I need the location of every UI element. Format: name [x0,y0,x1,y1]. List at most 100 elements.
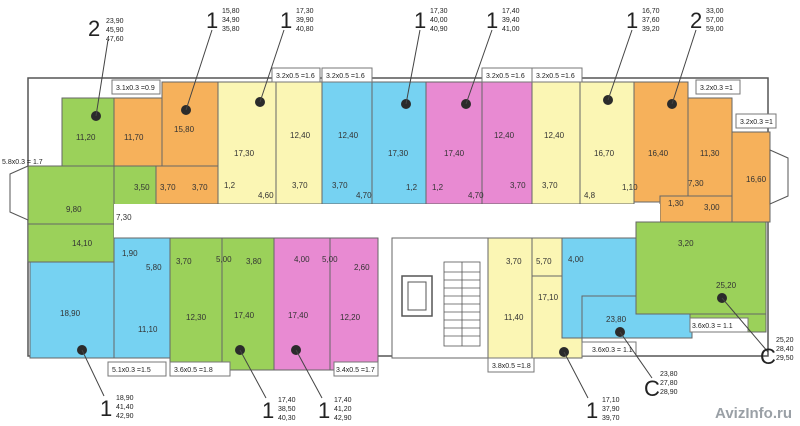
stair-flights [443,261,481,347]
room-blue-3a [321,81,373,205]
apt-rooms-label: C [644,376,660,401]
apt-area-living: 34,90 [222,17,240,24]
room-area-label: 5,00 [216,255,232,264]
room-area-label: 16,60 [746,175,767,184]
balcony-label: 5.8x0.3 = 1.7 [2,159,43,166]
apt-area-total: 17,40 [278,397,296,404]
apt-area-living: 37,90 [602,406,620,413]
apt-rooms-label: 1 [280,8,292,33]
room-area-label: 5,70 [536,257,552,266]
apt-area-total: 33,00 [706,8,724,15]
balcony-label: 3.6x0.3 = 1.1 [592,347,633,354]
room-area-label: 17,40 [288,311,309,320]
balcony-label: 3.4x0.5 =1.7 [336,367,375,374]
apt-area-living: 41,20 [334,406,352,413]
room-area-label: 3,70 [510,181,526,190]
apt-rooms-label: 1 [262,398,274,423]
room-orange-1c [155,165,219,205]
room-pink-4b [481,81,533,205]
room-area-label: 4,70 [468,191,484,200]
room-area-label: 9,80 [66,205,82,214]
room-area-label: 17,30 [234,149,255,158]
apt-rooms-label: 1 [100,396,112,421]
balcony-outlines [107,67,777,377]
room-green-left-mid [27,165,115,225]
room-area-label: 11,70 [124,133,144,142]
apt-area-total: 17,10 [602,397,620,404]
apt-area-total: 17,30 [296,8,314,15]
room-area-label: 14,10 [72,239,93,248]
room-area-label: 3,70 [542,181,558,190]
room-area-label: 4,70 [356,191,372,200]
room-area-label: 3,70 [332,181,348,190]
apt-rooms-label: 2 [690,8,702,33]
room-area-label: 12,40 [290,131,311,140]
room-green-top-left [61,97,115,167]
room-orange-1a [113,97,163,167]
apt-rooms-label: 1 [206,8,218,33]
apt-area-living: 40,00 [430,17,448,24]
room-area-label: 23,80 [606,315,627,324]
room-area-label: 7,30 [116,213,132,222]
apt-area-full: 47,60 [106,36,124,43]
apt-area-total: 16,70 [642,8,660,15]
room-area-label: 12,40 [544,131,565,140]
room-blue-3b [371,81,427,205]
room-area-label: 3,80 [246,257,262,266]
apt-rooms-label: 2 [88,16,100,41]
room-area-label: 11,20 [76,133,96,142]
balcony-label: 3.2x0.5 =1.6 [486,73,525,80]
balcony-label: 3.6x0.5 =1.8 [174,367,213,374]
room-area-label: 4,60 [258,191,274,200]
apt-rooms-label: 1 [414,8,426,33]
balcony-label: 3.2x0.5 =1.6 [536,73,575,80]
corridor [114,204,660,238]
balcony-label: 3.1x0.3 =0.9 [116,85,155,92]
watermark: AvizInfo.ru [715,405,792,422]
apt-area-living: 27,80 [660,380,678,387]
bay-window-right [769,149,789,205]
apt-area-full: 29,50 [776,355,794,362]
apt-area-living: 45,90 [106,27,124,34]
apt-rooms-label: 1 [626,8,638,33]
balcony-label: 5.1x0.3 =1.5 [112,367,151,374]
room-area-label: 15,80 [174,125,195,134]
apt-area-full: 28,90 [660,389,678,396]
balcony-label: 3.8x0.5 =1.8 [492,363,531,370]
apt-rooms-label: 1 [586,398,598,423]
apt-area-total: 17,40 [334,397,352,404]
room-pink-l5 [273,237,331,371]
room-orange-6a [633,81,689,203]
room-area-label: 3,50 [134,183,150,192]
room-area-label: 11,10 [138,325,158,334]
room-green-left-low [27,223,115,263]
bay-window-left [9,165,29,221]
balcony-label: 3.6x0.3 = 1.1 [692,323,733,330]
apt-area-total: 17,40 [502,8,520,15]
apt-area-full: 59,00 [706,26,724,33]
room-area-label: 4,00 [568,255,584,264]
apt-rooms-label: 1 [486,8,498,33]
apt-area-full: 39,70 [602,415,620,422]
apt-rooms-label: 1 [318,398,330,423]
apt-area-total: 23,80 [660,371,678,378]
room-area-label: 17,30 [388,149,409,158]
room-area-label: 5,80 [146,263,162,272]
apt-area-full: 39,20 [642,26,660,33]
room-green-l3 [169,237,223,371]
room-area-label: 12,30 [186,313,207,322]
room-area-label: 2,60 [354,263,370,272]
apt-area-living: 37,60 [642,17,660,24]
apt-area-full: 40,80 [296,26,314,33]
room-area-label: 18,90 [60,309,81,318]
apt-area-living: 39,40 [502,17,520,24]
room-area-label: 17,10 [538,293,559,302]
room-area-label: 4,8 [584,191,596,200]
room-area-label: 11,30 [700,149,720,158]
room-area-labels: 11,20 11,70 15,80 17,30 12,40 12,40 17,3… [60,125,767,334]
apt-area-full: 41,00 [502,26,520,33]
apt-area-full: 40,90 [430,26,448,33]
room-green-l4 [221,237,275,371]
